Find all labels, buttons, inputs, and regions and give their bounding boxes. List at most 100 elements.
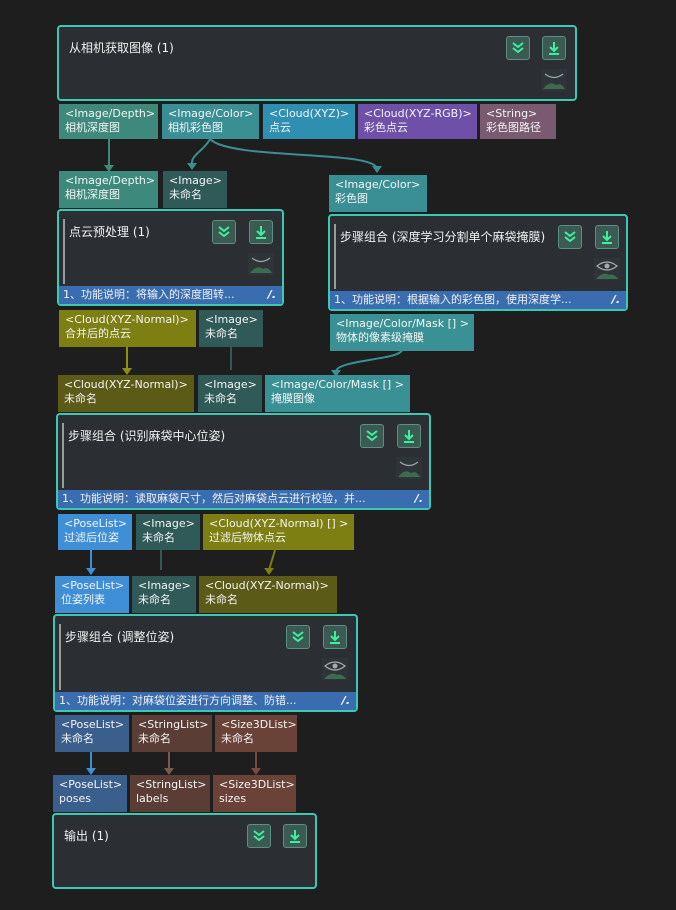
visibility-toggle[interactable] (322, 658, 348, 680)
port-out-poselist[interactable]: <PoseList>过滤后位姿 (58, 514, 132, 550)
node-title: 步骤组合 (深度学习分割单个麻袋掩膜) (340, 230, 546, 244)
port-label: 过滤后物体点云 (209, 531, 286, 544)
description-text: 1、功能说明：将输入的深度图转... (63, 288, 235, 301)
port-type: <Image/Color/Mask [] > (271, 378, 404, 391)
download-button[interactable] (283, 824, 307, 848)
download-button[interactable] (397, 424, 421, 448)
visibility-toggle[interactable] (248, 253, 274, 275)
wire-color-a (190, 138, 211, 166)
port-in-image[interactable]: <Image>未命名 (132, 576, 196, 613)
port-type: <Image/Color> (168, 107, 254, 120)
collapse-button[interactable] (558, 225, 582, 249)
port-type: <Cloud(XYZ-RGB)> (364, 107, 472, 120)
port-out-image[interactable]: <Image>未命名 (199, 310, 263, 347)
eye-icon (324, 661, 346, 679)
node-description[interactable]: 1、功能说明：对麻袋位姿进行方向调整、防错.../. (55, 692, 356, 710)
download-button[interactable] (249, 220, 273, 244)
visibility-toggle[interactable] (594, 258, 620, 280)
port-out-mask[interactable]: <Image/Color/Mask [] >物体的像素级掩膜 (330, 314, 474, 351)
collapse-button[interactable] (212, 220, 236, 244)
double-chevron-down-icon (218, 226, 230, 238)
port-in-color[interactable]: <Image/Color>彩色图 (329, 175, 427, 212)
port-out-poselist[interactable]: <PoseList>未命名 (55, 715, 129, 752)
port-type: <Cloud(XYZ-Normal)> (205, 579, 329, 592)
port-type: <PoseList> (61, 718, 125, 731)
collapse-button[interactable] (247, 824, 271, 848)
port-in-image[interactable]: <Image>未命名 (198, 375, 262, 412)
port-out-cloud[interactable]: <Cloud(XYZ)>点云 (263, 104, 355, 139)
node-description[interactable]: 1、功能说明：根据输入的彩色图，使用深度学.../. (330, 291, 626, 309)
port-type: <PoseList> (61, 579, 125, 592)
wire-arrow (187, 163, 197, 170)
node-description[interactable]: 1、功能说明：将输入的深度图转... /. (59, 286, 282, 304)
port-label: 未命名 (205, 593, 238, 606)
port-type: <Cloud(XYZ)> (269, 107, 350, 120)
pen-icon[interactable]: /. (611, 293, 620, 306)
node-adjust[interactable]: 步骤组合 (调整位姿) 1、功能说明：对麻袋位姿进行方向调整、防错.../. (53, 614, 358, 712)
node-output[interactable]: 输出 (1) (52, 813, 317, 889)
wire-arrow (86, 768, 96, 775)
port-out-image[interactable]: <Image>未命名 (136, 514, 200, 550)
node-left-bar (63, 219, 65, 284)
port-label: 点云 (269, 121, 291, 134)
port-in-image[interactable]: <Image>未命名 (163, 171, 227, 208)
port-in-poses[interactable]: <PoseList>poses (53, 775, 127, 812)
port-in-depth[interactable]: <Image/Depth>相机深度图 (59, 171, 158, 208)
node-title: 步骤组合 (识别麻袋中心位姿) (68, 429, 226, 443)
port-type: <PoseList> (59, 778, 123, 791)
node-identify[interactable]: 步骤组合 (识别麻袋中心位姿) 1、功能说明：读取麻袋尺寸，然后对麻袋点云进行校… (56, 413, 431, 510)
port-type: <StringList> (138, 718, 209, 731)
port-out-size3dlist[interactable]: <Size3DList>未命名 (215, 715, 297, 752)
visibility-toggle[interactable] (541, 69, 567, 91)
port-out-color[interactable]: <Image/Color>相机彩色图 (162, 104, 259, 139)
node-title: 步骤组合 (调整位姿) (65, 630, 175, 644)
visibility-toggle[interactable] (396, 457, 422, 479)
download-button[interactable] (595, 225, 619, 249)
collapse-button[interactable] (360, 424, 384, 448)
port-type: <Image/Depth> (65, 107, 156, 120)
collapse-button[interactable] (506, 36, 530, 60)
port-in-cloud-normal[interactable]: <Cloud(XYZ-Normal)>未命名 (58, 375, 194, 412)
port-in-sizes[interactable]: <Size3DList>sizes (213, 775, 296, 812)
port-out-string[interactable]: <String>彩色图路径 (480, 104, 556, 139)
wire-arrow (86, 568, 96, 575)
port-label: 物体的像素级掩膜 (336, 331, 424, 344)
node-left-bar (62, 423, 64, 488)
port-out-stringlist[interactable]: <StringList>未命名 (132, 715, 212, 752)
node-preprocess[interactable]: 点云预处理 (1) 1、功能说明：将输入的深度图转.../. (57, 209, 284, 306)
port-out-depth[interactable]: <Image/Depth>相机深度图 (59, 104, 158, 139)
node-title: 输出 (1) (64, 829, 109, 843)
port-in-cloud-normal[interactable]: <Cloud(XYZ-Normal)>未命名 (199, 576, 337, 613)
download-button[interactable] (542, 36, 566, 60)
port-label: 未命名 (64, 392, 97, 405)
pen-icon[interactable]: /. (414, 492, 423, 505)
collapse-button[interactable] (286, 625, 310, 649)
port-out-cloud-normal-list[interactable]: <Cloud(XYZ-Normal) [] >过滤后物体点云 (203, 514, 354, 550)
port-type: <StringList> (136, 778, 207, 791)
port-in-mask[interactable]: <Image/Color/Mask [] >掩膜图像 (265, 375, 410, 412)
node-description[interactable]: 1、功能说明：读取麻袋尺寸，然后对麻袋点云进行校验，并.../. (58, 490, 429, 508)
download-button[interactable] (323, 625, 347, 649)
node-capture[interactable]: 从相机获取图像 (1) (57, 25, 577, 101)
port-label: 合并后的点云 (65, 327, 131, 340)
port-in-labels[interactable]: <StringList>labels (130, 775, 210, 812)
port-label: 未命名 (205, 327, 238, 340)
wire-arrow (264, 568, 274, 575)
port-in-poselist[interactable]: <PoseList>位姿列表 (55, 576, 129, 613)
node-segment[interactable]: 步骤组合 (深度学习分割单个麻袋掩膜) 1、功能说明：根据输入的彩色图，使用深度… (328, 214, 628, 311)
port-out-cloud-normal[interactable]: <Cloud(XYZ-Normal)>合并后的点云 (59, 310, 196, 347)
port-type: <Image> (204, 378, 257, 391)
port-type: <Image/Depth> (65, 174, 156, 187)
pen-icon[interactable]: /. (341, 694, 350, 707)
port-type: <Image/Color/Mask [] > (336, 317, 469, 330)
wire-arrow (164, 768, 174, 775)
pen-icon[interactable]: /. (267, 288, 276, 301)
wire-mask (335, 349, 403, 373)
port-type: <PoseList> (64, 517, 128, 530)
port-type: <String> (486, 107, 538, 120)
wire-arrow (251, 768, 261, 775)
eye-closed-icon (398, 461, 420, 477)
port-type: <Cloud(XYZ-Normal) [] > (209, 517, 349, 530)
wire-cloud2 (268, 549, 276, 571)
port-out-cloud-rgb[interactable]: <Cloud(XYZ-RGB)>彩色点云 (358, 104, 477, 139)
